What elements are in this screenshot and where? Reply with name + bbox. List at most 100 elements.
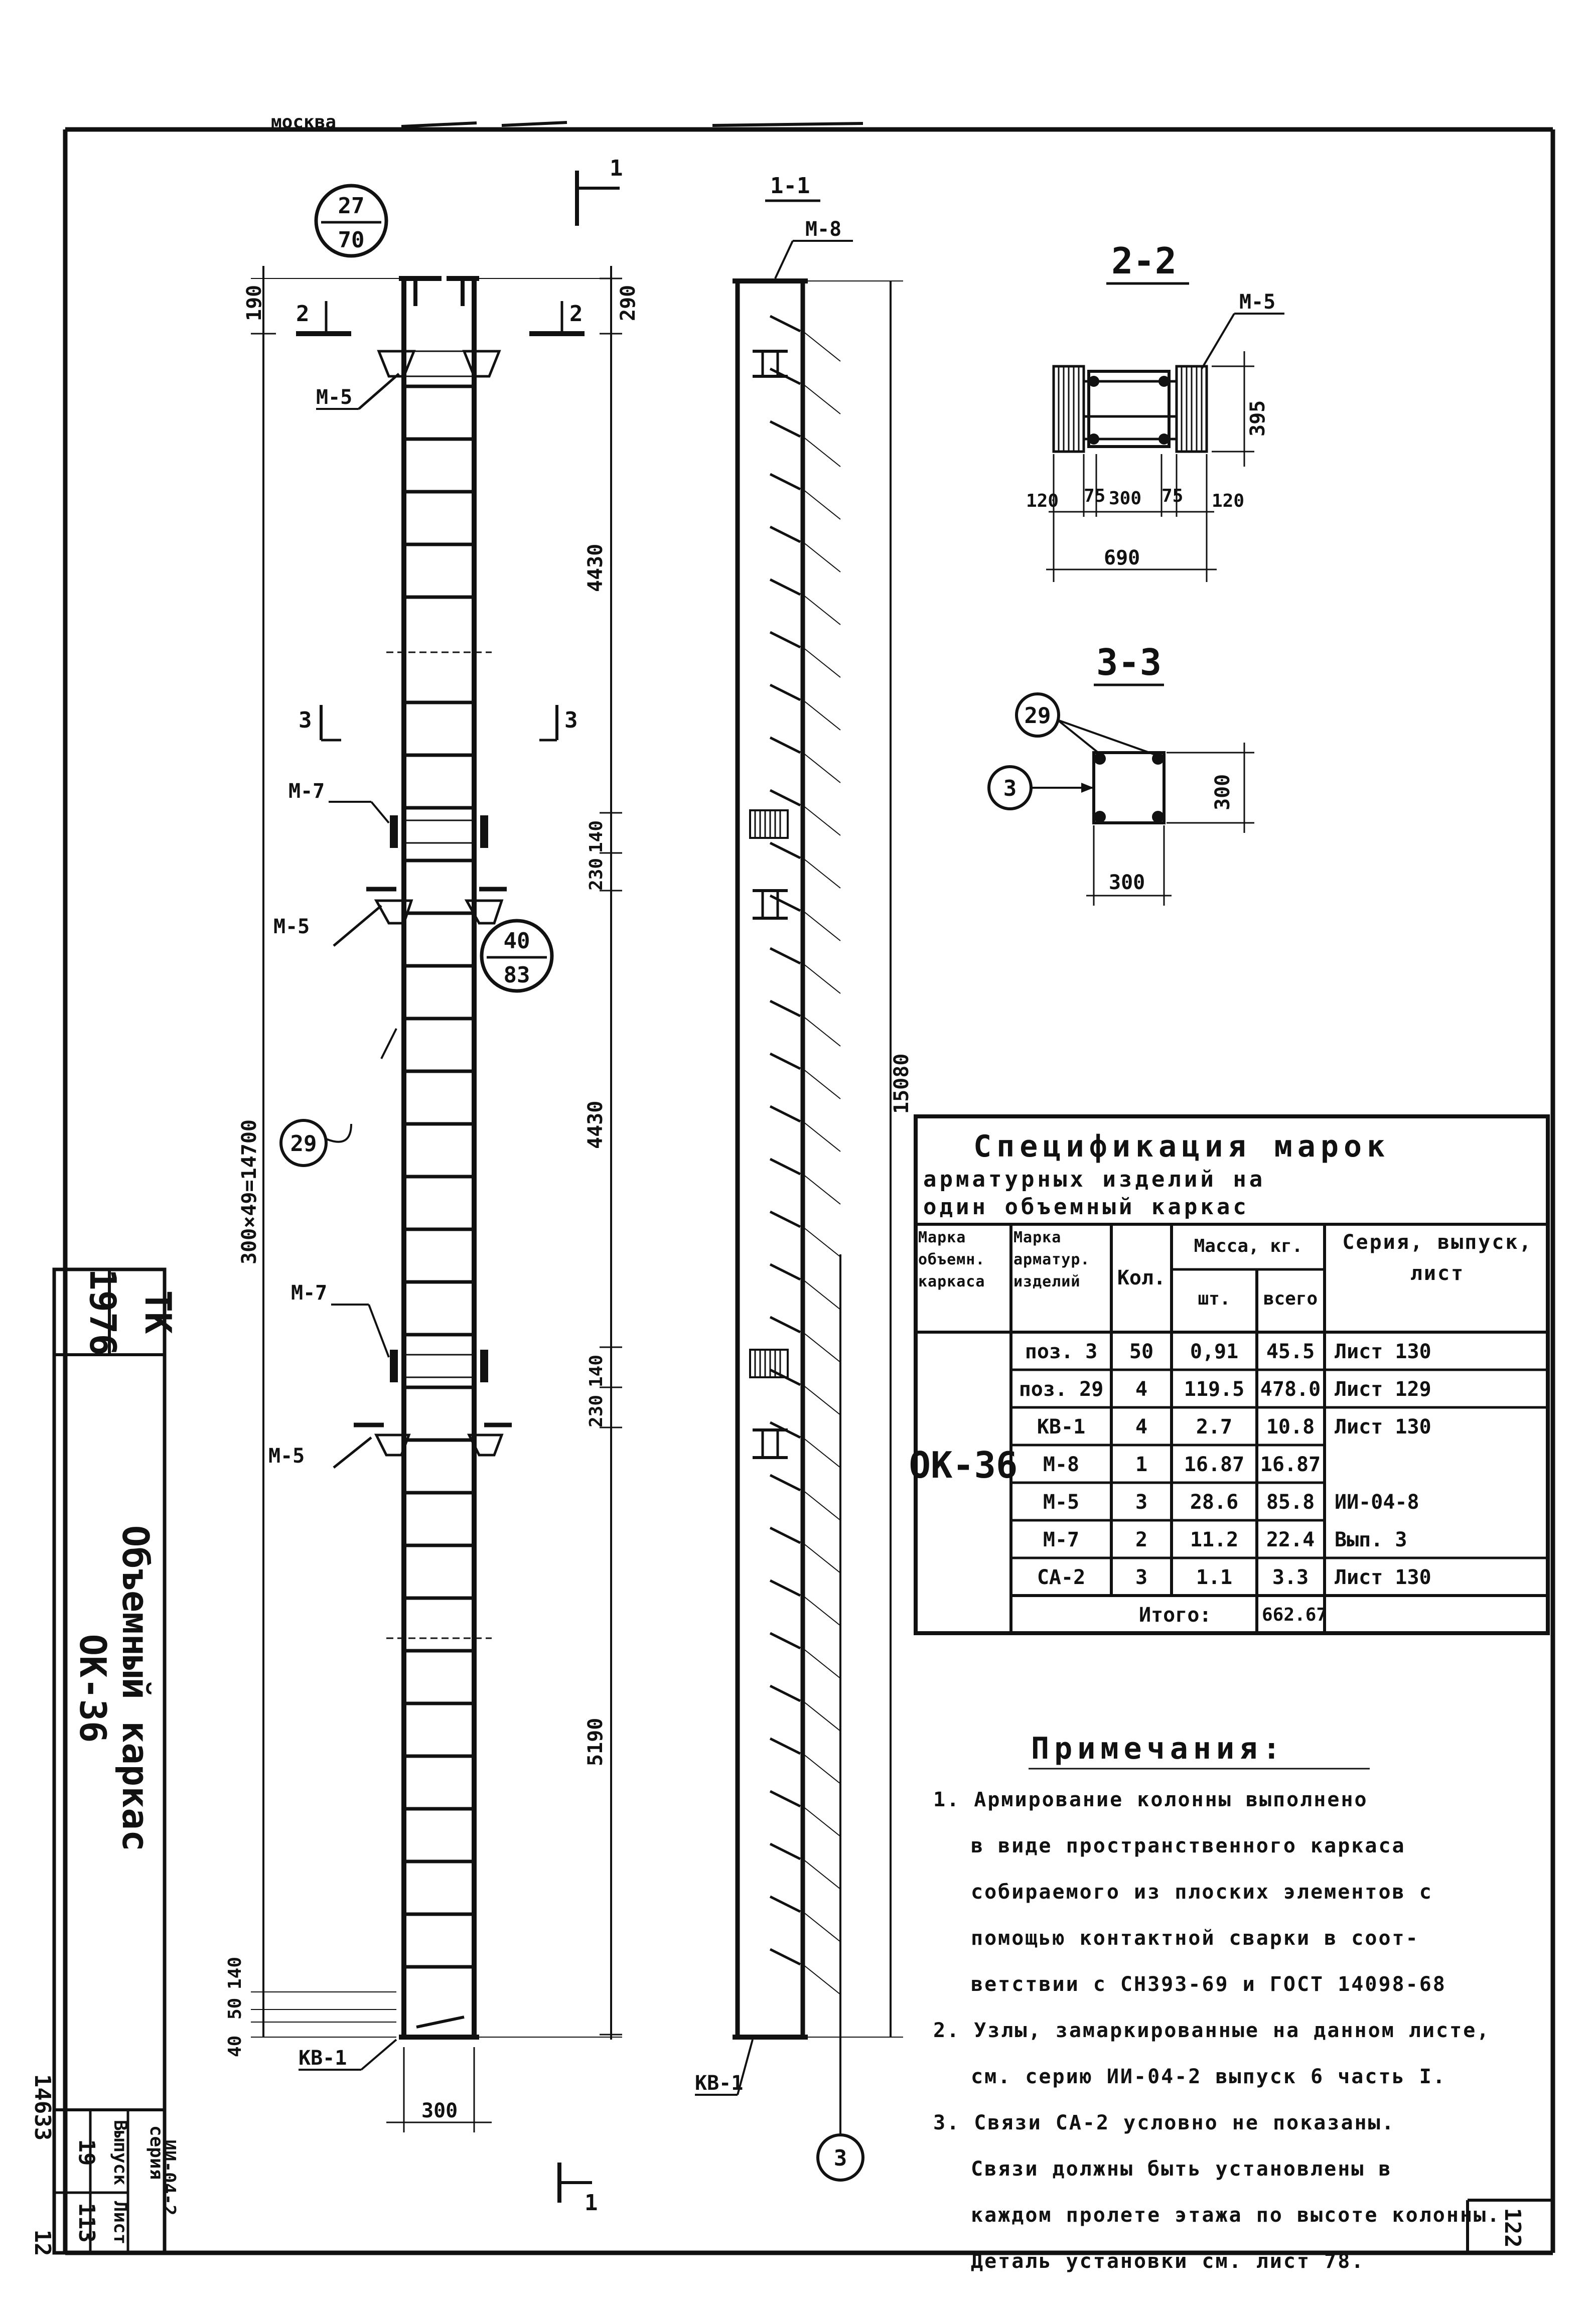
dim-15080: 15080 [890, 1054, 913, 1114]
stirrup-leader [802, 805, 841, 836]
note-line: собираемого из плоских элементов с [971, 1881, 1433, 1904]
spec-cell-qty: 2 [1135, 1528, 1147, 1551]
spec-cell-qty: 3 [1135, 1491, 1147, 1514]
stirrup-tick [769, 631, 801, 649]
stirrup-leader [802, 1595, 841, 1626]
spec-cell-qty: 3 [1135, 1566, 1147, 1589]
spec-cell-item: КВ-1 [1037, 1415, 1085, 1439]
stirrup-tick [769, 789, 801, 807]
stirrup-leader [802, 1490, 841, 1521]
issue-value: 19 [74, 2139, 99, 2166]
title-name-line1: Объемный каркас [114, 1525, 157, 1851]
stirrup-leader [802, 1648, 841, 1679]
header-strip-scribble [401, 121, 863, 128]
stirrup-tick [769, 1210, 801, 1228]
dim-140-upper: 140 [586, 820, 607, 853]
label-m8: М-8 [805, 218, 841, 241]
spec-title-line2: арматурных изделий на [923, 1167, 1265, 1192]
label-m5-top: М-5 [316, 386, 352, 409]
stirrup-leader [802, 647, 841, 678]
column-elevation: 27 70 1 2 2 М-5 3 [225, 156, 640, 2216]
dim-140-lower: 140 [586, 1355, 607, 1387]
stirrup-tick [769, 1948, 801, 1966]
note-line: каждом пролете этажа по высоте колонны. [971, 2204, 1501, 2227]
stirrup-leader [802, 1753, 841, 1784]
stirrup-tick [769, 1632, 801, 1650]
stirrup-tick [769, 894, 801, 912]
section-mark-1-top: 1 [610, 156, 623, 181]
spec-cell-item: поз. 3 [1025, 1340, 1098, 1363]
m5-symbol-1 [753, 350, 788, 378]
stirrup-tick [769, 1526, 801, 1544]
pos-3-label-mid: 3 [834, 2145, 847, 2171]
dim-120-left: 120 [1026, 491, 1059, 511]
spec-cell-item: М-5 [1043, 1491, 1079, 1514]
label-m7-lower: М-7 [291, 1281, 327, 1305]
ref-circle-mid-num: 40 [504, 928, 530, 954]
spec-total-value: 662.67 [1262, 1605, 1327, 1625]
spec-table: Спецификация марок арматурных изделий на… [909, 1114, 1550, 1635]
issue-label: Выпуск [110, 2120, 130, 2185]
stirrup-leader [802, 1016, 841, 1047]
stirrup-tick [769, 1105, 801, 1123]
pos-29-label: 29 [291, 1131, 317, 1157]
sheet-label: Лист [110, 2201, 130, 2245]
dim-290: 290 [617, 285, 640, 321]
stirrup-leader [802, 1858, 841, 1890]
stirrup-tick [769, 1790, 801, 1808]
dim-4430-upper: 4430 [584, 544, 607, 592]
pos-3-circle-mid [816, 2133, 864, 2182]
pos-29-circle [279, 1119, 328, 1167]
spec-cell-item: М-7 [1043, 1528, 1079, 1551]
stirrup-tick [769, 1842, 801, 1860]
stirrup-leader [802, 1542, 841, 1573]
section-2-2: 2-2 М-5 395 120 [1026, 240, 1284, 582]
dim-395: 395 [1246, 400, 1269, 437]
spec-cell-item: М-8 [1043, 1453, 1079, 1476]
title-year: 1976 [82, 1268, 124, 1355]
stirrup-leader [802, 1911, 841, 1942]
title-org: ТК [137, 1290, 179, 1334]
m5-symbol-3 [753, 1428, 788, 1459]
stirrup-tick [769, 1316, 801, 1334]
spec-cell-qty: 4 [1135, 1415, 1147, 1439]
stirrup-tick [769, 1684, 801, 1702]
section-mark-2-right: 2 [569, 301, 583, 327]
dim-5190: 5190 [584, 1718, 607, 1766]
stirrup-tick [769, 947, 801, 965]
stirrup-leader [802, 1279, 841, 1310]
spec-cell-unit: 119.5 [1184, 1378, 1244, 1401]
dim-300-section22: 300 [1109, 488, 1141, 509]
stirrup-tick [769, 525, 801, 543]
sheet-value: 113 [74, 2203, 99, 2242]
dim-230-lower: 230 [586, 1395, 607, 1427]
stirrup-tick [769, 473, 801, 491]
stirrup-leader [802, 1700, 841, 1732]
label-m7-upper: М-7 [288, 780, 325, 803]
stirrup-leader [802, 857, 841, 889]
stirrup-leader [802, 383, 841, 414]
section-1-1-title: 1-1 [770, 173, 810, 199]
archive-number: 14633 [30, 2074, 55, 2140]
stirrup-leader [802, 752, 841, 783]
stirrup-leader [802, 1437, 841, 1468]
spec-cell-total: 85.8 [1266, 1491, 1315, 1514]
stirrup-leader [802, 489, 841, 520]
ref-circle-top-num: 27 [338, 193, 365, 219]
page-number-box: 122 [1466, 2199, 1553, 2253]
spec-col-item-mark: Марка арматур. изделий [1013, 1229, 1090, 1290]
stirrup-tick [769, 1052, 801, 1070]
spec-cell-series: Лист 129 [1335, 1378, 1431, 1401]
spec-cell-total: 10.8 [1266, 1415, 1315, 1439]
label-m5-mid: М-5 [273, 915, 310, 938]
section-mark-3-left: 3 [299, 707, 312, 733]
stirrup-tick [769, 683, 801, 701]
stirrup-leader [802, 541, 841, 572]
ref-circle-top [314, 184, 388, 258]
dim-300-bottom: 300 [421, 2099, 458, 2122]
stirrup-tick [769, 420, 801, 438]
pos-3-label-section33: 3 [1003, 776, 1017, 801]
ref-circle-mid [480, 919, 554, 993]
